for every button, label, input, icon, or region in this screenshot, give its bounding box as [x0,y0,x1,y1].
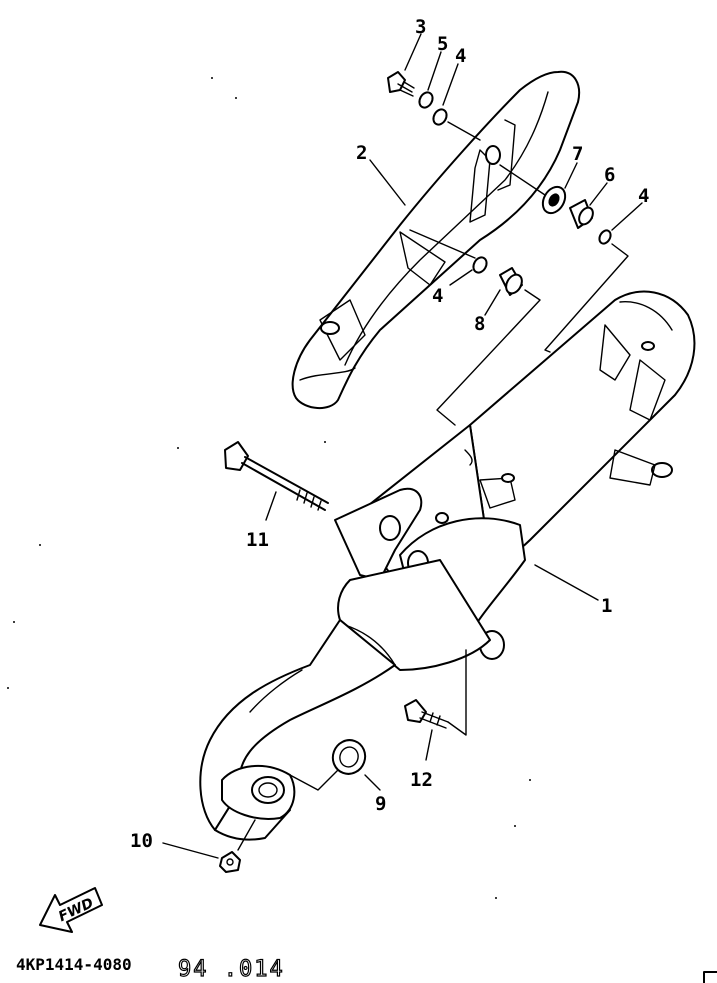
callout-2: 2 [356,142,367,164]
callout-10: 10 [130,830,153,852]
damper-8 [499,267,523,296]
washer-4-mid [472,256,488,274]
nut-10 [219,851,241,873]
collar-6 [569,199,594,229]
bolt-11 [224,441,329,511]
washer-5 [418,91,434,109]
callouts: 1 2 3 4 4 4 5 6 7 8 9 10 11 12 [130,16,649,852]
fwd-arrow-icon: FWD [39,887,103,933]
callout-4-mid: 4 [432,285,443,307]
callout-1: 1 [601,595,612,617]
callout-3: 3 [415,16,426,38]
washer-4-top [432,108,448,126]
bolt-3 [387,71,415,97]
drawing-code: 4KP1414-4080 [16,955,132,974]
callout-6: 6 [604,164,615,186]
corner-mark [703,971,717,983]
gasket-9 [331,739,367,775]
bolt-12 [404,699,449,729]
washer-4-right [598,229,612,245]
heat-protector [291,70,580,409]
callout-9: 9 [375,793,386,815]
callout-5: 5 [437,33,448,55]
callout-12: 12 [410,769,433,791]
date-stamp: 94 .014 [178,957,285,982]
exhaust-pipe [199,619,396,841]
muffler [334,290,696,671]
leader-lines [162,33,643,859]
callout-8: 8 [474,313,485,335]
callout-11: 11 [246,529,269,551]
callout-7: 7 [572,143,583,165]
callout-4-top: 4 [455,45,466,67]
callout-4-right: 4 [638,185,649,207]
scan-specks [7,77,531,899]
